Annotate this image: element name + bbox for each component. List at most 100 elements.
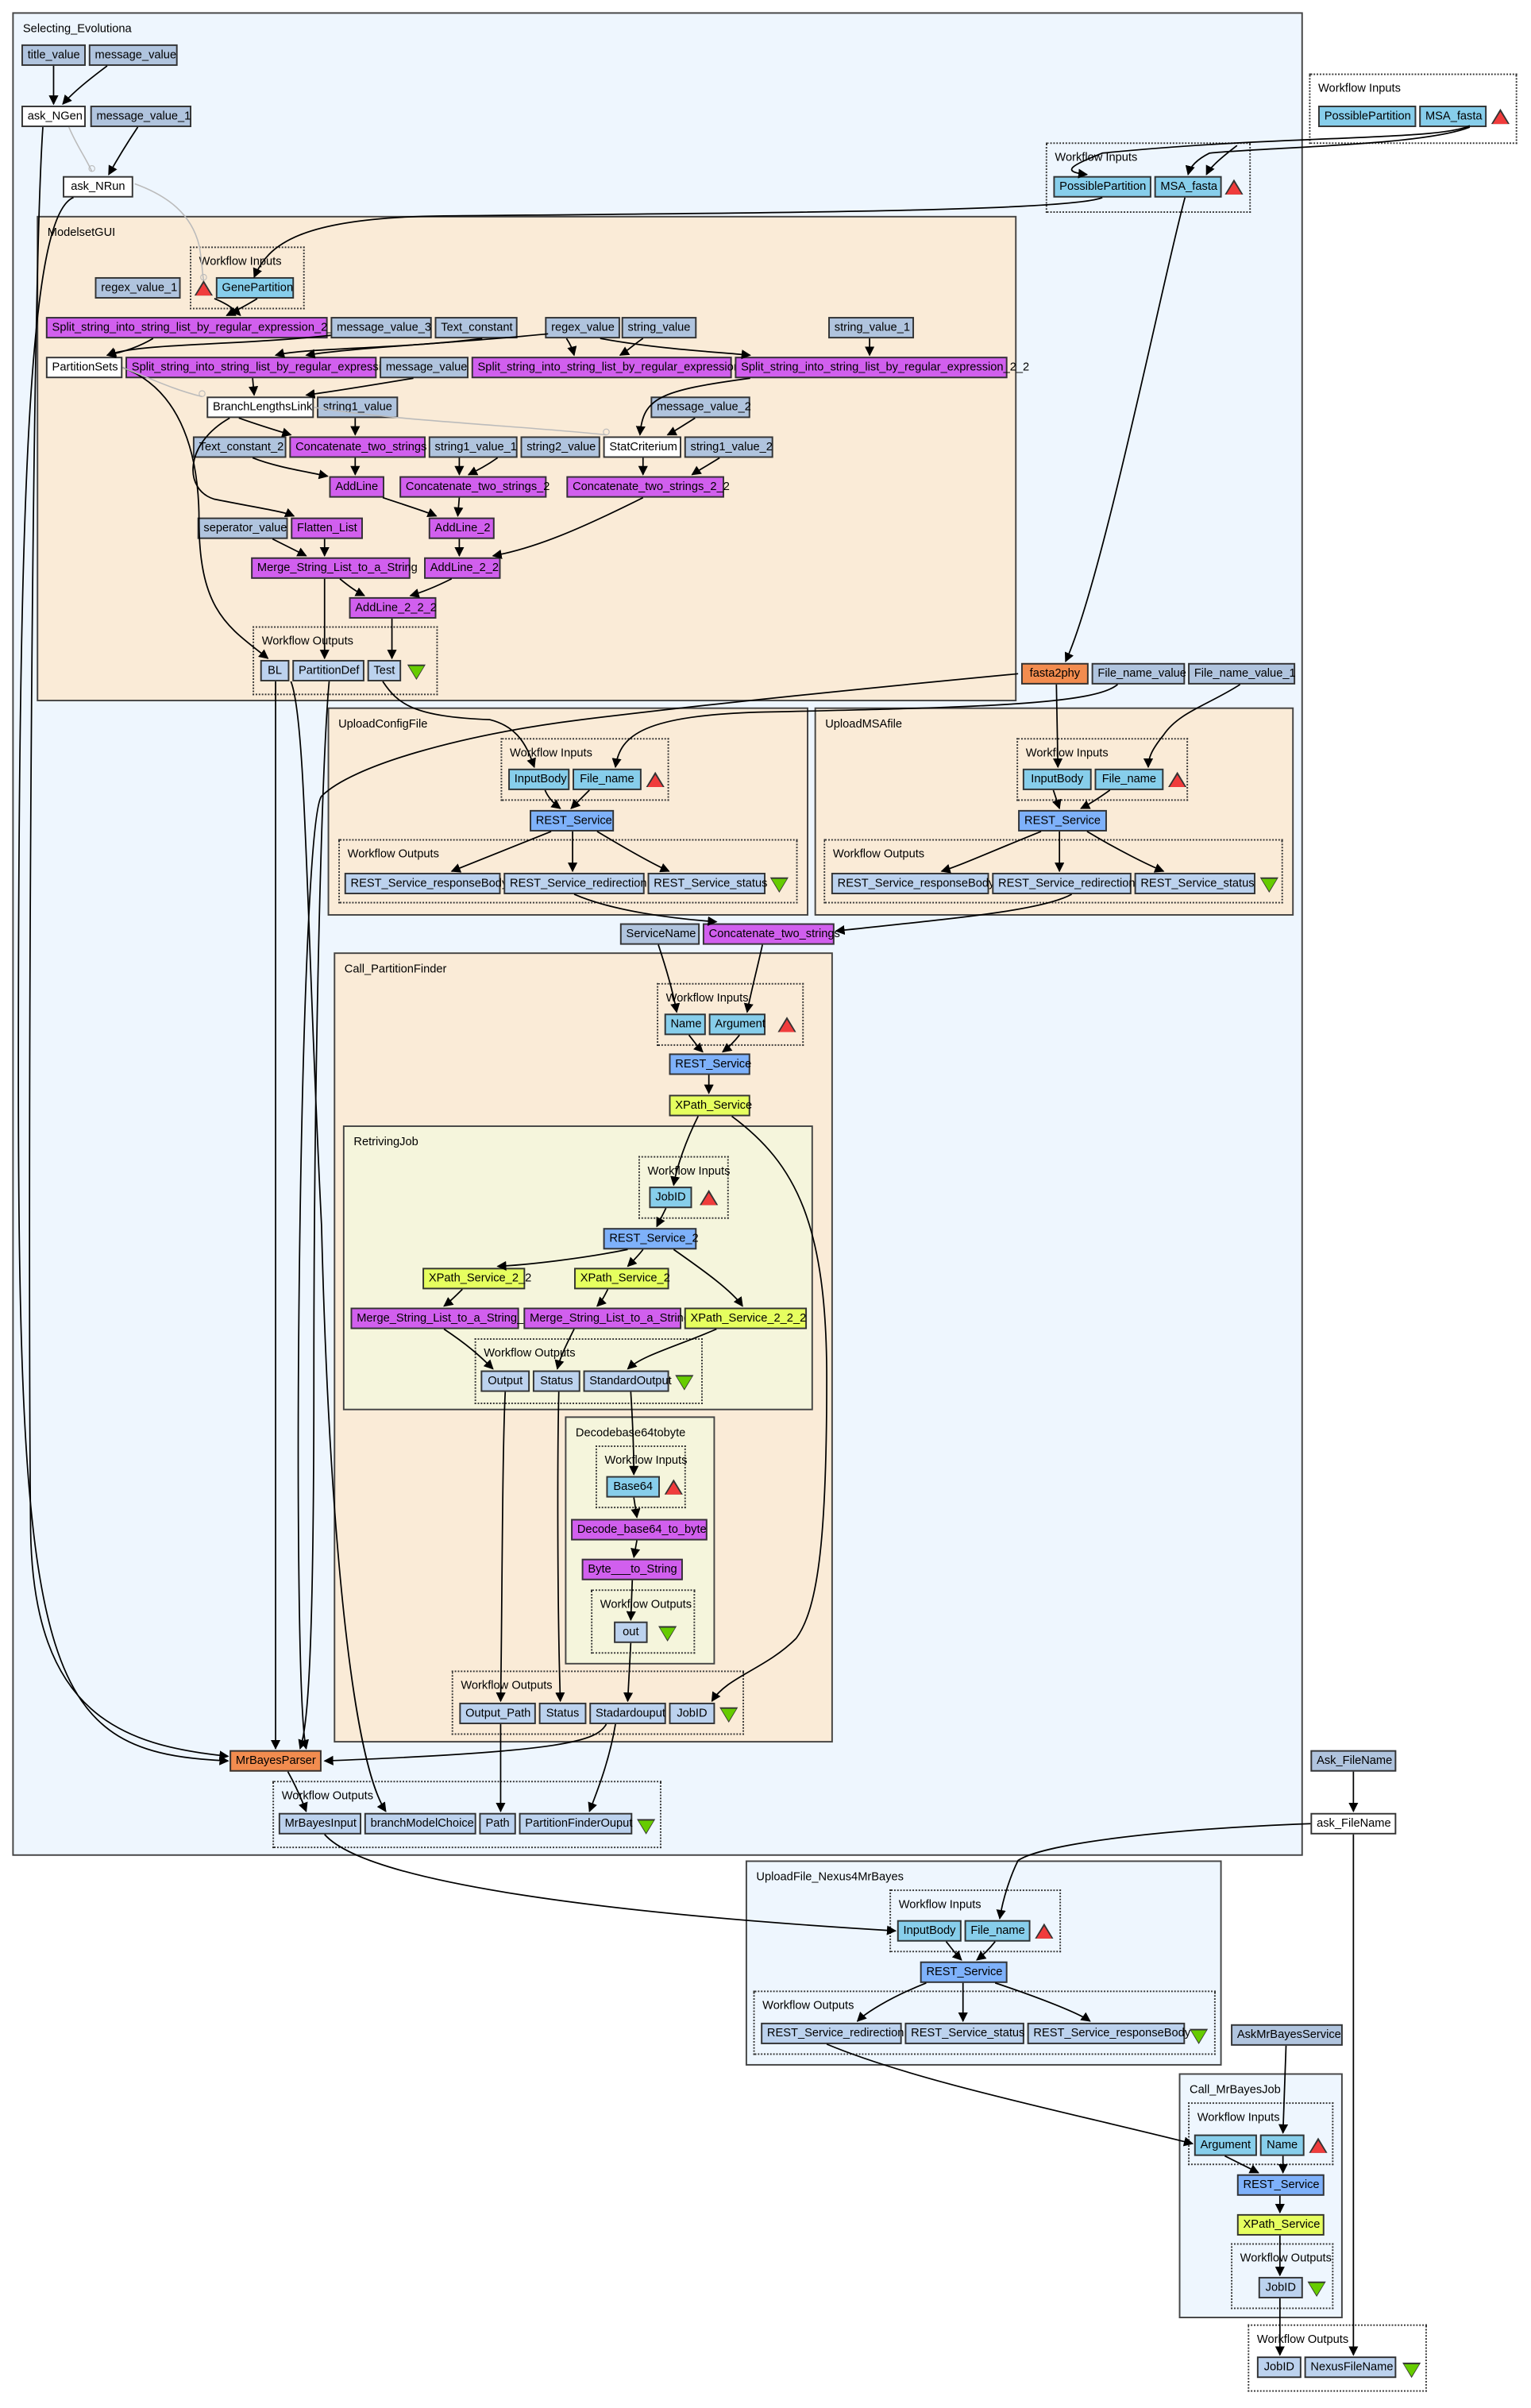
- output-out[interactable]: out: [614, 1621, 648, 1643]
- input-jobid-retriving[interactable]: JobID: [649, 1187, 692, 1209]
- output-response-body-nexus[interactable]: REST_Service_responseBody: [1027, 2022, 1190, 2044]
- output-redirection-nexus[interactable]: REST_Service_redirection: [761, 2022, 904, 2044]
- node-string-value-1[interactable]: string_value_1: [828, 317, 915, 339]
- node-message-value-2[interactable]: message_value_2: [650, 396, 751, 419]
- output-status-retriving[interactable]: Status: [532, 1370, 580, 1392]
- node-string2-value[interactable]: string2_value: [520, 436, 600, 458]
- node-addline-2-2[interactable]: AddLine_2_2: [424, 557, 501, 579]
- output-jobid-mrbayes[interactable]: JobID: [1258, 2276, 1303, 2298]
- node-regex-value-1[interactable]: regex_value_1: [94, 276, 181, 299]
- output-response-body-msa[interactable]: REST_Service_responseBody: [831, 872, 994, 894]
- node-message-value-modelset[interactable]: message_value: [380, 357, 469, 379]
- node-byte-to-string[interactable]: Byte___to_String: [581, 1558, 683, 1580]
- node-ask-filename-constant[interactable]: Ask_FileName: [1310, 1750, 1397, 1772]
- input-argument-pf[interactable]: Argument: [708, 1013, 766, 1036]
- node-xpath-service-pf[interactable]: XPath_Service: [669, 1094, 752, 1117]
- node-file-name-value-1[interactable]: File_name_value_1: [1188, 662, 1296, 685]
- input-name-pf[interactable]: Name: [664, 1013, 706, 1036]
- node-xpath-service-2-2[interactable]: XPath_Service_2_2: [422, 1268, 531, 1290]
- output-status-msa[interactable]: REST_Service_status: [1134, 872, 1255, 894]
- input-file-name-nexus[interactable]: File_name: [964, 1920, 1031, 1942]
- node-stat-criterium[interactable]: StatCriterium: [603, 436, 681, 458]
- output-partition-def[interactable]: PartitionDef: [292, 659, 364, 681]
- node-mrbayes-parser[interactable]: MrBayesParser: [229, 1750, 322, 1772]
- node-text-constant[interactable]: Text_constant: [434, 317, 518, 339]
- node-partition-sets[interactable]: PartitionSets: [45, 357, 123, 379]
- node-rest-service-config[interactable]: REST_Service: [530, 809, 615, 832]
- node-string1-value-1[interactable]: string1_value_1: [428, 436, 518, 458]
- node-ask-nrun[interactable]: ask_NRun: [63, 176, 133, 198]
- node-concatenate-two-strings-main[interactable]: Concatenate_two_strings: [702, 923, 840, 945]
- output-test[interactable]: Test: [367, 659, 402, 681]
- input-base64[interactable]: Base64: [606, 1476, 660, 1498]
- output-mrbayes-input[interactable]: MrBayesInput: [278, 1812, 362, 1835]
- node-branch-lengths-link[interactable]: BranchLengthsLink: [206, 396, 314, 419]
- node-message-value-3[interactable]: message_value_3: [330, 317, 432, 339]
- node-rest-service-mrbayes[interactable]: REST_Service: [1236, 2174, 1325, 2196]
- node-xpath-service-mrbayes[interactable]: XPath_Service: [1236, 2213, 1325, 2236]
- output-status-config[interactable]: REST_Service_status: [647, 872, 767, 894]
- node-concatenate-two-strings-modelset[interactable]: Concatenate_two_strings: [289, 436, 426, 458]
- output-branch-model-choice[interactable]: branchModelChoice: [364, 1812, 476, 1835]
- node-merge-string-list-2[interactable]: Merge_String_List_to_a_String_2: [350, 1307, 530, 1329]
- input-input-body-msa[interactable]: InputBody: [1022, 768, 1092, 790]
- node-addline-2[interactable]: AddLine_2: [428, 517, 495, 539]
- output-standard-output[interactable]: StandardOutput: [583, 1370, 672, 1392]
- output-status-nexus[interactable]: REST_Service_status: [904, 2022, 1024, 2044]
- node-addline-2-2-2[interactable]: AddLine_2_2_2: [349, 596, 437, 619]
- node-xpath-service-2-2-2[interactable]: XPath_Service_2_2_2: [684, 1307, 808, 1329]
- output-response-body-config[interactable]: REST_Service_responseBody: [344, 872, 507, 894]
- node-split-2[interactable]: Split_string_into_string_list_by_regular…: [471, 357, 753, 379]
- node-concatenate-two-strings-2-2[interactable]: Concatenate_two_strings_2_2: [566, 476, 730, 498]
- output-jobid-top[interactable]: JobID: [1256, 2356, 1302, 2379]
- node-message-value-1[interactable]: message_value_1: [90, 106, 191, 128]
- node-split-2-2[interactable]: Split_string_into_string_list_by_regular…: [735, 357, 1029, 379]
- node-flatten-list[interactable]: Flatten_List: [291, 517, 363, 539]
- node-rest-service-pf[interactable]: REST_Service: [669, 1053, 751, 1075]
- output-output[interactable]: Output: [480, 1370, 530, 1392]
- input-file-name-config[interactable]: File_name: [573, 768, 642, 790]
- output-redirection-config[interactable]: REST_Service_redirection: [503, 872, 647, 894]
- input-msa-fasta-top[interactable]: MSA_fasta: [1419, 106, 1487, 128]
- node-seperator-value[interactable]: seperator_value: [197, 517, 288, 539]
- input-file-name-msa[interactable]: File_name: [1094, 768, 1164, 790]
- input-msa-fasta[interactable]: MSA_fasta: [1154, 176, 1222, 198]
- node-concatenate-two-strings-2[interactable]: Concatenate_two_strings_2: [399, 476, 550, 498]
- input-input-body-config[interactable]: InputBody: [508, 768, 570, 790]
- input-possible-partition[interactable]: PossiblePartition: [1053, 176, 1151, 198]
- node-split-2-2-2[interactable]: Split_string_into_string_list_by_regular…: [45, 317, 353, 339]
- node-rest-service-msa[interactable]: REST_Service: [1018, 809, 1107, 832]
- input-gene-partition[interactable]: GenePartition: [215, 276, 295, 299]
- output-path[interactable]: Path: [479, 1812, 516, 1835]
- node-regex-value[interactable]: regex_value: [545, 317, 620, 339]
- output-jobid-pf[interactable]: JobID: [669, 1702, 715, 1724]
- node-string1-value-2[interactable]: string1_value_2: [684, 436, 773, 458]
- output-redirection-msa[interactable]: REST_Service_redirection: [992, 872, 1136, 894]
- node-ask-filename[interactable]: ask_FileName: [1310, 1812, 1397, 1835]
- output-bl[interactable]: BL: [260, 659, 290, 681]
- output-status-pf[interactable]: Status: [538, 1702, 587, 1724]
- node-decode-base64-to-byte[interactable]: Decode_base64_to_byte: [571, 1519, 708, 1541]
- node-fasta2phy[interactable]: fasta2phy: [1020, 662, 1089, 685]
- input-input-body-nexus[interactable]: InputBody: [897, 1920, 962, 1942]
- input-possible-partition-top[interactable]: PossiblePartition: [1318, 106, 1417, 128]
- node-title-value[interactable]: title_value: [21, 44, 86, 66]
- node-merge-string-list-retriving[interactable]: Merge_String_List_to_a_String: [523, 1307, 690, 1329]
- node-split[interactable]: Split_string_into_string_list_by_regular…: [125, 357, 394, 379]
- input-argument-mrbayes[interactable]: Argument: [1194, 2134, 1257, 2156]
- node-ask-ngen[interactable]: ask_NGen: [21, 106, 86, 128]
- node-merge-string-list-modelset[interactable]: Merge_String_List_to_a_String: [251, 557, 418, 579]
- node-message-value[interactable]: message_value: [88, 44, 178, 66]
- output-nexus-filename[interactable]: NexusFileName: [1304, 2356, 1397, 2379]
- output-stadardouput[interactable]: Stadardouput: [589, 1702, 666, 1724]
- node-rest-service-nexus[interactable]: REST_Service: [920, 1961, 1008, 1983]
- node-string1-value[interactable]: string1_value: [317, 396, 399, 419]
- node-addline[interactable]: AddLine: [329, 476, 384, 498]
- output-partition-finder-ouput[interactable]: PartitionFinderOuput: [519, 1812, 632, 1835]
- node-string-value[interactable]: string_value: [621, 317, 697, 339]
- node-text-constant-2[interactable]: Text_constant_2: [192, 436, 287, 458]
- node-service-name[interactable]: ServiceName: [619, 923, 700, 945]
- input-name-mrbayes[interactable]: Name: [1259, 2134, 1305, 2156]
- node-rest-service-2[interactable]: REST_Service_2: [603, 1228, 699, 1250]
- node-file-name-value[interactable]: File_name_value: [1091, 662, 1186, 685]
